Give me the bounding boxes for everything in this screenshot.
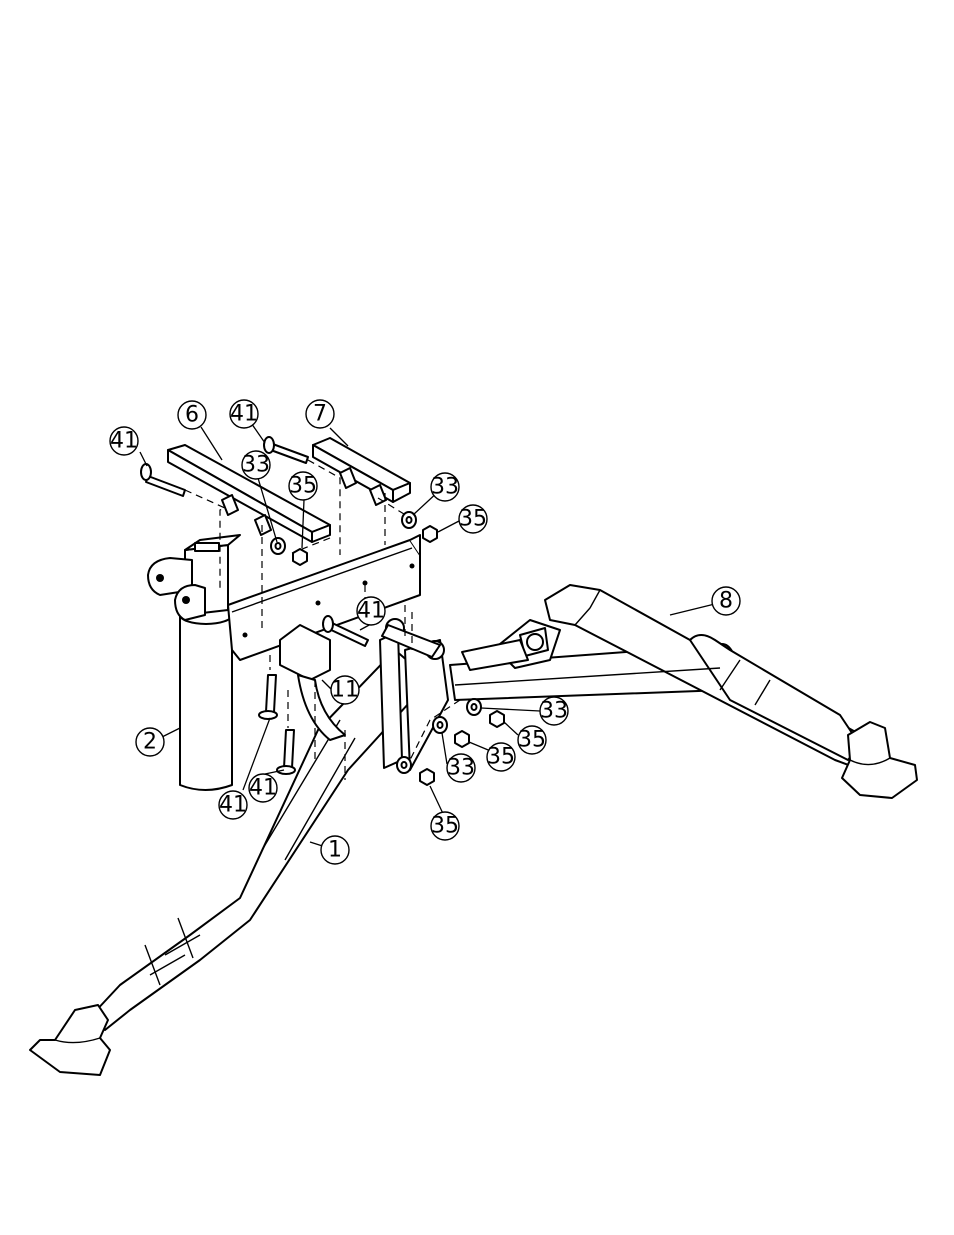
callout-1: 1 (321, 836, 349, 864)
callout-41-e: 41 (249, 774, 277, 802)
side-plates (380, 619, 448, 770)
nut-35-d (455, 731, 469, 747)
svg-text:2: 2 (143, 730, 157, 755)
part-2-upright-post (148, 535, 240, 790)
svg-text:35: 35 (431, 814, 459, 839)
callout-41-c: 41 (357, 597, 385, 625)
part-8-rear-leg (450, 585, 870, 770)
nut-35-e (420, 769, 434, 785)
callout-33-a: 33 (242, 451, 270, 479)
svg-text:35: 35 (289, 474, 317, 499)
callout-41-d: 41 (219, 791, 247, 819)
svg-text:41: 41 (357, 599, 385, 624)
callout-11: 11 (331, 676, 359, 704)
callout-7: 7 (306, 400, 334, 428)
svg-text:41: 41 (230, 402, 258, 427)
right-foot-cap (842, 722, 917, 798)
washer-33-a (271, 538, 285, 554)
callout-6: 6 (178, 401, 206, 429)
svg-text:8: 8 (719, 589, 733, 614)
svg-text:6: 6 (185, 403, 199, 428)
nut-35-c (490, 711, 504, 727)
callout-35-e: 35 (431, 812, 459, 840)
svg-text:11: 11 (331, 678, 359, 703)
callout-2: 2 (136, 728, 164, 756)
svg-text:41: 41 (219, 793, 247, 818)
callout-41-a: 41 (110, 427, 138, 455)
svg-text:33: 33 (447, 756, 475, 781)
washer-33-d (433, 717, 447, 733)
svg-text:35: 35 (459, 507, 487, 532)
svg-text:35: 35 (487, 745, 515, 770)
washer-33-c (467, 699, 481, 715)
svg-text:1: 1 (328, 838, 342, 863)
svg-text:35: 35 (518, 728, 546, 753)
callout-35-c: 35 (518, 726, 546, 754)
callout-8: 8 (712, 587, 740, 615)
part-7-bracket (313, 438, 410, 505)
callout-35-a: 35 (289, 472, 317, 500)
left-foot-cap (30, 1005, 110, 1075)
bolt-41-e (277, 730, 295, 774)
svg-text:41: 41 (110, 429, 138, 454)
part-1-front-leg (92, 650, 430, 1030)
bolt-41-b (264, 437, 308, 463)
callout-33-b: 33 (431, 473, 459, 501)
washer-33-e (397, 757, 411, 773)
svg-text:41: 41 (249, 776, 277, 801)
callout-35-d: 35 (487, 743, 515, 771)
callout-33-d: 33 (447, 754, 475, 782)
callout-35-b: 35 (459, 505, 487, 533)
bolt-41-d (259, 675, 277, 719)
callout-41-b: 41 (230, 400, 258, 428)
svg-text:33: 33 (540, 699, 568, 724)
callout-33-c: 33 (540, 697, 568, 725)
svg-text:7: 7 (313, 402, 327, 427)
svg-text:33: 33 (431, 475, 459, 500)
svg-text:33: 33 (242, 453, 270, 478)
nut-35-b (423, 526, 437, 542)
